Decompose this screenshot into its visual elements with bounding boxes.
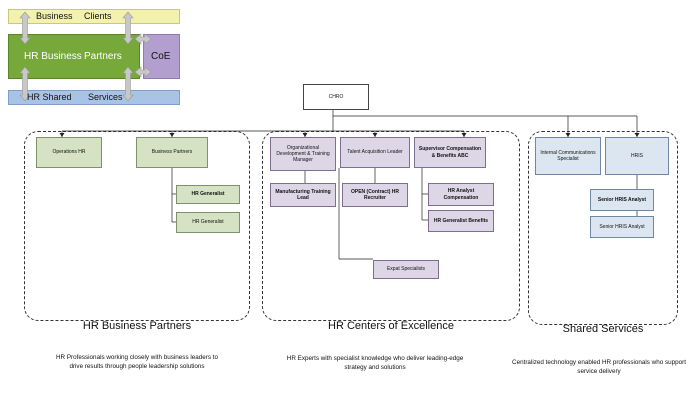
arrow-icon — [122, 66, 134, 102]
od-training-manager-box: Organizational Development & Training Ma… — [270, 137, 336, 171]
legend-clients-label: Clients — [84, 11, 112, 21]
description-centers-of-excellence: HR Experts with specialist knowledge who… — [286, 355, 464, 371]
internal-communications-box: Internal Communications Specialist — [535, 137, 601, 175]
legend-services-label: Services — [88, 92, 123, 102]
arrow-icon — [134, 33, 152, 45]
open-hr-recruiter-box: OPEN (Contract) HR Recruiter — [342, 183, 408, 207]
legend-partners-label: Partners — [84, 51, 122, 62]
description-business-partners: HR Professionals working closely with bu… — [55, 354, 219, 370]
senior-hris-analyst-box: Senior HRIS Analyst — [590, 189, 654, 211]
region-title-business-partners: HR Business Partners — [82, 320, 192, 332]
legend-shared-bar — [8, 90, 180, 105]
hr-analyst-compensation-box: HR Analyst Compensation — [428, 183, 494, 206]
business-partners-box: Business Partners — [136, 137, 208, 168]
region-shared-services — [528, 131, 678, 325]
legend-shared-label: HR Shared — [27, 92, 72, 102]
arrow-icon — [134, 66, 152, 78]
arrow-icon — [19, 11, 31, 45]
legend-business-label: Business — [36, 11, 73, 21]
legend-arrows — [19, 11, 152, 102]
supervisor-compensation-box: Supervisor Compensation & Benefits ABC — [414, 137, 486, 168]
arrow-icon — [122, 11, 134, 45]
talent-acquisition-leader-box: Talent Acquisition Leader — [340, 137, 410, 168]
region-title-shared-services: Shared Services — [562, 323, 644, 335]
hr-generalist-benefits-box: HR Generalist Benefits — [428, 210, 494, 232]
senior-hris-analyst-box: Senior HRIS Analyst — [590, 216, 654, 238]
legend-clients-bar — [8, 9, 180, 24]
hr-generalist-box: HR Generalist — [176, 212, 240, 233]
chro-box: CHRO — [303, 84, 369, 110]
legend-hrbp-label: HR Business — [24, 51, 82, 62]
description-shared-services: Centralized technology enabled HR profes… — [512, 359, 686, 375]
manufacturing-training-lead-box: Manufacturing Training Lead — [270, 183, 336, 207]
region-centers-of-excellence — [262, 131, 520, 321]
legend: Business Clients HR Business Partners Co… — [8, 9, 180, 106]
region-business-partners — [24, 131, 250, 321]
legend-hrbp-bar — [8, 34, 140, 79]
expat-specialists-box: Expat Specialists — [373, 260, 439, 279]
operations-hr-box: Operations HR — [36, 137, 102, 168]
hris-box: HRIS — [605, 137, 669, 175]
hr-generalist-box: HR Generalist — [176, 185, 240, 204]
region-title-centers-of-excellence: HR Centers of Excellence — [328, 320, 454, 332]
legend-coe-label: CoE — [151, 51, 171, 62]
arrow-icon — [19, 66, 31, 102]
